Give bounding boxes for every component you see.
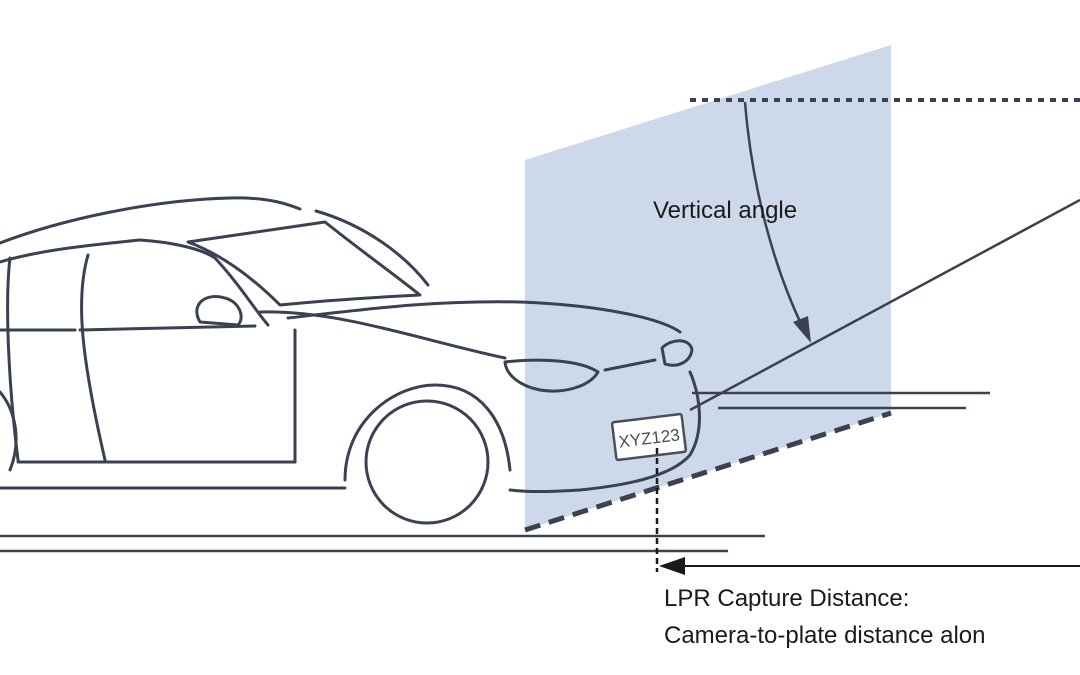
license-plate-frame (610, 412, 688, 462)
vertical-angle-arc (743, 101, 805, 329)
vertical-angle-label: Vertical angle (653, 197, 797, 224)
license-plate: XYZ123 (610, 412, 688, 462)
capture-distance-arrowhead-icon (659, 557, 685, 575)
capture-distance-label-line2: Camera-to-plate distance alon (664, 622, 986, 649)
capture-distance-label-line1: LPR Capture Distance: (664, 585, 909, 612)
capture-plane (525, 45, 891, 530)
car-outline (0, 196, 701, 525)
vertical-angle-arrowhead-icon (793, 316, 811, 343)
capture-plane-dashed-edge (524, 410, 892, 533)
line-of-sight (689, 198, 1080, 412)
road-lines (0, 391, 990, 553)
